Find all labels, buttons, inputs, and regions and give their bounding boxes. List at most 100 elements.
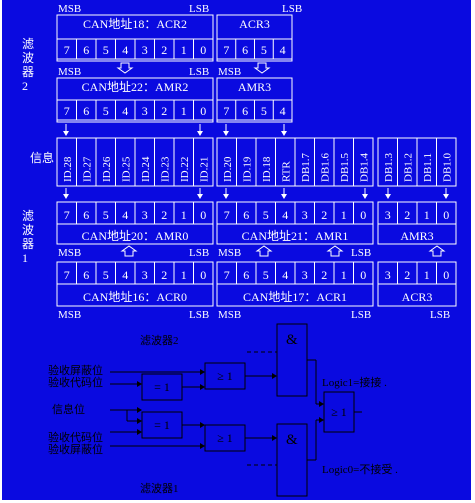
acr2-bit: 4 (122, 43, 128, 57)
wire-xnor2-or2-head (200, 422, 205, 428)
filter2-side-label: 2 (22, 79, 28, 93)
or-gate-final-label: ≥ 1 (331, 405, 347, 419)
filter2-side-label: 滤 (22, 37, 34, 51)
acr3b-bit: 3 (385, 268, 391, 282)
info-bits-a-bit: ID.24 (140, 156, 152, 182)
arrow-f2-info-head (223, 131, 229, 136)
filter1-logic-label: 滤波器1 (140, 482, 179, 495)
lsb-label: LSB (189, 247, 209, 259)
acr1-bit: 0 (360, 268, 366, 282)
accept-mask-label-1: 验收屏蔽位 (48, 363, 103, 377)
info-bits-c-bit: DB1.0 (441, 152, 453, 182)
acr3b-bit: 0 (443, 268, 449, 282)
acr1-bit: 3 (302, 268, 308, 282)
lsb-label: LSB (189, 3, 209, 15)
amr3-frame-title: AMR3 (238, 80, 271, 94)
info-side-label: 信息 (30, 150, 54, 165)
lsb-label: LSB (189, 309, 209, 321)
lsb-label: LSB (351, 247, 371, 259)
arrow-info-f1-head (223, 194, 229, 199)
filter1-side-label: 滤 (22, 209, 34, 223)
acr1-bit: 5 (263, 268, 269, 282)
accept-code-label-1: 验收代码位 (48, 375, 103, 389)
wire-or1-and1-head (272, 373, 277, 379)
msb-label: MSB (218, 247, 241, 259)
amr1-bit: 6 (243, 208, 249, 222)
amr1-bit: 0 (360, 208, 366, 222)
filter1-side-label: 器 (22, 237, 34, 251)
amr0-bit: 6 (83, 208, 89, 222)
arrow-info-f1-head (63, 194, 69, 199)
info-bits-c-bit: DB1.2 (402, 153, 414, 182)
amr3b-bit: 0 (443, 208, 449, 222)
wire-mask1-head (200, 369, 205, 375)
acr3-bit: 5 (261, 43, 267, 57)
xnor-gate-2-label: = 1 (154, 418, 170, 432)
wire-or2-and2-head (272, 435, 277, 441)
amr2-bit: 2 (161, 104, 167, 118)
info-bits-a-bit: ID.27 (81, 156, 93, 182)
amr2-bit: 7 (64, 104, 70, 118)
filter2-side-label: 波 (22, 51, 34, 65)
acr1-bit: 7 (224, 268, 230, 282)
acr3-bit: 4 (280, 43, 286, 57)
info-bits-b-bit: DB1.7 (300, 152, 312, 182)
acr0-bit: 0 (200, 268, 206, 282)
acr3b-bit: 2 (404, 268, 410, 282)
acr0-bit: 6 (83, 268, 89, 282)
acr3-frame-title: ACR3 (239, 17, 270, 31)
acr3b-frame-title: ACR3 (402, 290, 433, 304)
amr0-frame-title: CAN地址20：AMR0 (82, 229, 189, 243)
amr2-bit: 4 (122, 104, 128, 118)
arrow-info-f1-head (362, 194, 368, 199)
logic0-label: Logic0=不接受 . (322, 463, 398, 476)
wire-xnor1-or1-head (200, 384, 205, 390)
arrow-acr2-amr2 (116, 62, 134, 74)
arrow-acr1-amr1 (255, 245, 273, 257)
amr1-bit: 1 (341, 208, 347, 222)
msb-label: MSB (58, 309, 81, 321)
amr2-frame-title: CAN地址22：AMR2 (82, 80, 189, 94)
amr2-bit: 5 (103, 104, 109, 118)
filter2-side-label: 器 (22, 65, 34, 79)
wire-mask2-head (200, 443, 205, 449)
arrow-info-f1-head (443, 194, 449, 199)
amr3b-bit: 3 (385, 208, 391, 222)
acr1-bit: 2 (321, 268, 327, 282)
acr1-bit: 1 (341, 268, 347, 282)
info-bits-a-bit: ID.25 (120, 156, 132, 182)
acr3-bit: 7 (223, 43, 229, 57)
wire-info-b-head (137, 418, 142, 424)
amr0-bit: 7 (64, 208, 70, 222)
filter1-side-label: 波 (22, 223, 34, 237)
info-bits-b-bit: ID.19 (241, 156, 253, 182)
and-gate-2-label: & (286, 432, 298, 448)
acr2-bit: 3 (142, 43, 148, 57)
amr1-frame-title: CAN地址21：AMR1 (242, 229, 349, 243)
arrow-f2-info-head (197, 131, 203, 136)
amr0-bit: 1 (181, 208, 187, 222)
msb-label: MSB (58, 247, 81, 259)
acr2-bit: 2 (161, 43, 167, 57)
info-bits-c-bit: DB1.1 (422, 153, 434, 182)
info-bit-label: 信息位 (52, 402, 85, 416)
info-bits-b-bit: ID.18 (261, 156, 273, 182)
acr3-frame (216, 14, 293, 62)
wire-and1-final-head (319, 401, 324, 407)
acr0-bit: 4 (122, 268, 128, 282)
amr3b-frame-title: AMR3 (400, 229, 433, 243)
acr0-bit: 5 (103, 268, 109, 282)
info-bits-b-bit: RTR (280, 161, 292, 182)
amr2-bit: 1 (181, 104, 187, 118)
acr1-bit: 6 (243, 268, 249, 282)
amr0-bit: 4 (122, 208, 128, 222)
arrow-info-f1-head (385, 194, 391, 199)
amr1-bit: 7 (224, 208, 230, 222)
amr0-bit: 3 (142, 208, 148, 222)
arrow-f2-info-head (63, 131, 69, 136)
arrow-acr3-amr3b (428, 245, 446, 257)
arrow-acr3-amr3 (253, 62, 271, 74)
lsb-label: LSB (282, 3, 302, 15)
